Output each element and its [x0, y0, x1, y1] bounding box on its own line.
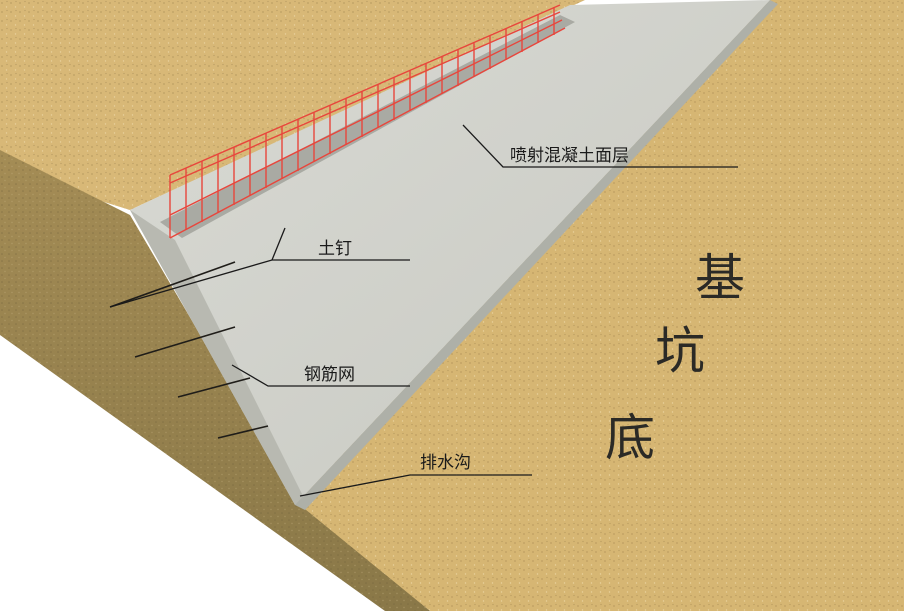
- soil-nails: [109, 261, 269, 439]
- section-cut-white: [0, 335, 385, 611]
- label-rebar-mesh: 钢筋网: [304, 365, 355, 385]
- soil-nail: [177, 377, 251, 398]
- label-shotcrete-layer: 喷射混凝土面层: [510, 146, 629, 166]
- callout-line-shotcrete: [462, 124, 738, 168]
- soil-nail: [134, 326, 236, 358]
- label-soil-nail: 土钉: [318, 239, 352, 259]
- callout-line-soil-nail-tick: [271, 227, 286, 261]
- drain-ditch: [160, 15, 575, 238]
- rebar-mesh: [169, 4, 566, 239]
- callout-line-drain-ditch: [299, 474, 532, 497]
- pit-bottom-char-2: 坑: [655, 322, 705, 380]
- callout-line-rebar-mesh: [231, 364, 410, 387]
- label-drain-ditch: 排水沟: [420, 453, 471, 473]
- soil-nail: [109, 261, 236, 308]
- soil-nail: [217, 425, 269, 439]
- pit-bottom-char-1: 基: [695, 249, 745, 307]
- pit-bottom-char-3: 底: [605, 409, 655, 467]
- shotcrete-face: [130, 0, 770, 505]
